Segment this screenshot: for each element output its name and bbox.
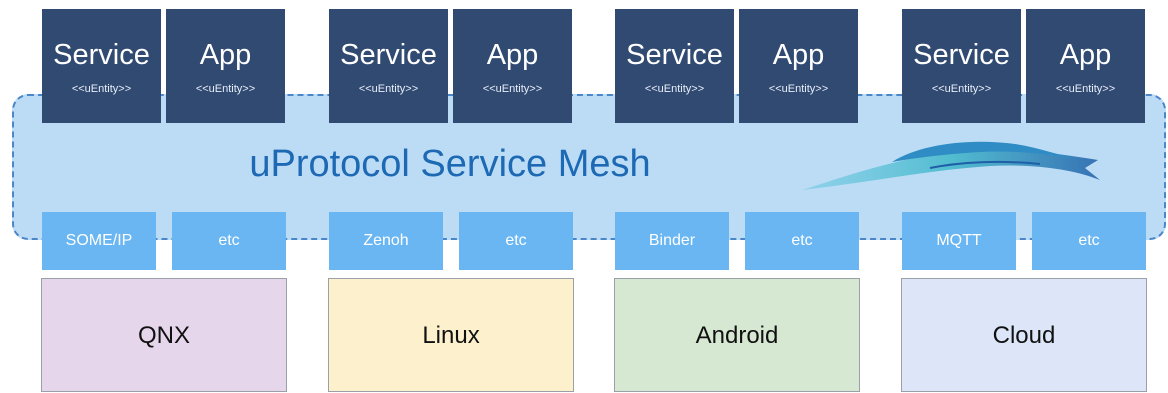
entity-stereotype: <<uEntity>> bbox=[195, 83, 256, 95]
platform-android: Android bbox=[614, 278, 860, 392]
entity-name: App bbox=[772, 39, 825, 71]
entity-stereotype: <<uEntity>> bbox=[768, 83, 829, 95]
transport-etc-3: etc bbox=[745, 212, 859, 270]
transport-etc-4: etc bbox=[1032, 212, 1146, 270]
app-entity-2: App <<uEntity>> bbox=[453, 9, 572, 123]
entity-name: Service bbox=[53, 39, 150, 71]
transport-binder: Binder bbox=[615, 212, 729, 270]
platform-linux: Linux bbox=[328, 278, 574, 392]
entity-stereotype: <<uEntity>> bbox=[1055, 83, 1116, 95]
transport-etc-1: etc bbox=[172, 212, 286, 270]
service-entity-3: Service <<uEntity>> bbox=[615, 9, 734, 123]
app-entity-1: App <<uEntity>> bbox=[166, 9, 285, 123]
entity-stereotype: <<uEntity>> bbox=[644, 83, 705, 95]
entity-name: App bbox=[486, 39, 539, 71]
entity-name: Service bbox=[626, 39, 723, 71]
service-mesh-title: uProtocol Service Mesh bbox=[249, 143, 651, 185]
transport-someip: SOME/IP bbox=[42, 212, 156, 270]
transport-mqtt: MQTT bbox=[902, 212, 1016, 270]
service-entity-4: Service <<uEntity>> bbox=[902, 9, 1021, 123]
entity-stereotype: <<uEntity>> bbox=[71, 83, 132, 95]
platform-qnx: QNX bbox=[41, 278, 287, 392]
entity-name: App bbox=[1059, 39, 1112, 71]
transport-zenoh: Zenoh bbox=[329, 212, 443, 270]
entity-name: Service bbox=[340, 39, 437, 71]
entity-stereotype: <<uEntity>> bbox=[931, 83, 992, 95]
entity-name: App bbox=[199, 39, 252, 71]
entity-stereotype: <<uEntity>> bbox=[358, 83, 419, 95]
app-entity-3: App <<uEntity>> bbox=[739, 9, 858, 123]
transport-etc-2: etc bbox=[459, 212, 573, 270]
entity-name: Service bbox=[913, 39, 1010, 71]
service-entity-2: Service <<uEntity>> bbox=[329, 9, 448, 123]
car-silhouette-icon bbox=[802, 141, 1100, 190]
service-entity-1: Service <<uEntity>> bbox=[42, 9, 161, 123]
platform-cloud: Cloud bbox=[901, 278, 1147, 392]
app-entity-4: App <<uEntity>> bbox=[1026, 9, 1145, 123]
entity-stereotype: <<uEntity>> bbox=[482, 83, 543, 95]
